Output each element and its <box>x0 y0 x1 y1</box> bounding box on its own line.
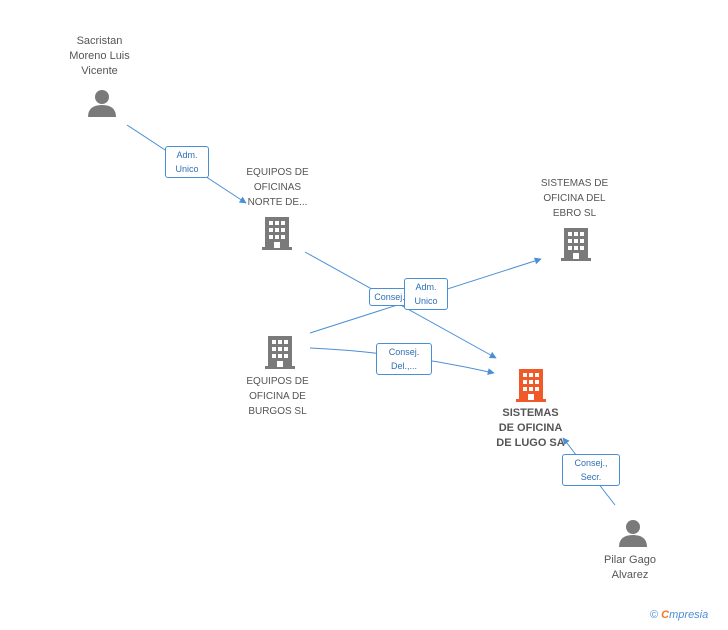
company-name-line2: OFICINA DEL <box>543 193 606 204</box>
company-name-line1: EQUIPOS DE <box>246 376 309 387</box>
company-name-line3: NORTE DE... <box>247 197 308 208</box>
main-building-icon[interactable] <box>516 368 546 402</box>
edge-label-line1: Consej. <box>388 347 420 357</box>
footer-brand[interactable]: © Cmpresia <box>650 609 708 621</box>
edge-label-line1: Adm. <box>415 282 437 292</box>
person-name-line3: Vicente <box>81 65 118 77</box>
building-icon[interactable] <box>265 335 295 369</box>
person-icon[interactable] <box>618 519 648 548</box>
edge-label-sacristan-norte[interactable]: Adm. Unico <box>165 146 209 178</box>
company-name-line2: OFICINA DE <box>249 391 306 402</box>
company-name-line3: BURGOS SL <box>248 406 307 417</box>
person-name-line2: Alvarez <box>611 569 649 581</box>
edge-label-line1: Adm. <box>176 150 198 160</box>
company-name-line1: EQUIPOS DE <box>246 167 309 178</box>
person-label-pilar[interactable]: Pilar Gago Alvarez <box>585 553 675 583</box>
company-name-line2: OFICINAS <box>253 182 302 193</box>
edge-label-line1: Consej... <box>374 292 410 302</box>
company-name-line1: SISTEMAS DE <box>540 178 609 189</box>
edge-label-pilar-lugo[interactable]: Consej., Secr. <box>562 454 620 486</box>
edge-label-line1: Consej., <box>574 458 608 468</box>
company-name-line1: SISTEMAS <box>502 407 559 419</box>
person-label-sacristan[interactable]: Sacristan Moreno Luis Vicente <box>52 34 147 79</box>
building-icon[interactable] <box>561 227 591 261</box>
company-name-line3: DE LUGO SA <box>496 437 565 449</box>
edge-label-burgos-ebro[interactable]: Adm. Unico <box>404 278 448 310</box>
edge-label-burgos-lugo[interactable]: Consej. Del.,... <box>376 343 432 375</box>
person-name-line1: Sacristan <box>76 35 123 47</box>
person-icon[interactable] <box>87 89 117 118</box>
brand-logo-text: mpresia <box>669 609 709 621</box>
company-label-equipos-burgos[interactable]: EQUIPOS DE OFICINA DE BURGOS SL <box>225 374 330 419</box>
edge-label-line2: Del.,... <box>390 361 417 371</box>
edge-label-line2: Unico <box>414 296 438 306</box>
edge-label-line2: Secr. <box>580 472 602 482</box>
person-name-line1: Pilar Gago <box>604 554 656 566</box>
company-label-sistemas-ebro[interactable]: SISTEMAS DE OFICINA DEL EBRO SL <box>522 176 627 221</box>
company-label-sistemas-lugo[interactable]: SISTEMAS DE OFICINA DE LUGO SA <box>478 406 583 451</box>
building-icon[interactable] <box>262 216 292 250</box>
person-name-line2: Moreno Luis <box>69 50 130 62</box>
company-name-line2: DE OFICINA <box>498 422 563 434</box>
brand-logo-initial: C <box>661 609 670 621</box>
company-label-equipos-norte[interactable]: EQUIPOS DE OFICINAS NORTE DE... <box>225 165 330 210</box>
edge-label-norte-lugo[interactable]: Consej... <box>369 288 415 306</box>
edge-label-line2: Unico <box>175 164 199 174</box>
company-name-line3: EBRO SL <box>552 208 597 219</box>
copyright-symbol: © <box>650 609 659 621</box>
